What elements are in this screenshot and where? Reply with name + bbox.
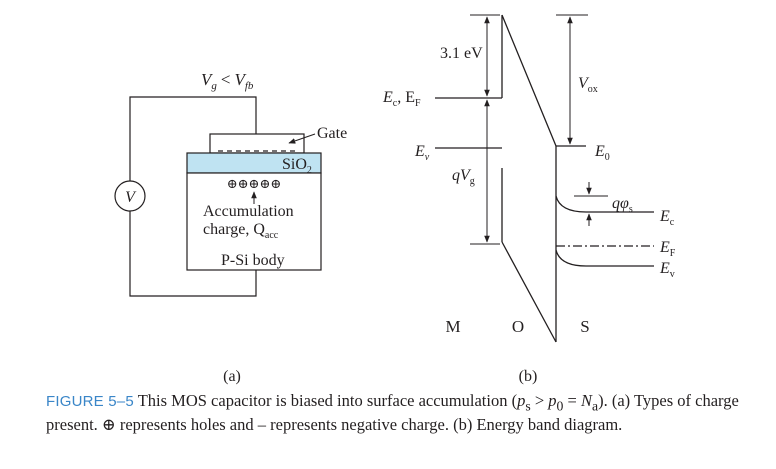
caption-ps-sub: s: [525, 398, 531, 414]
caption-eq: =: [563, 391, 581, 410]
panel-a-sublabel: (a): [223, 368, 241, 385]
gate-electrode: [209, 133, 305, 154]
oxide-conduction-band: [501, 14, 557, 147]
caption-na: N: [580, 391, 592, 410]
semiconductor-ec-label: Ec: [659, 208, 675, 228]
gate-label: Gate: [317, 125, 347, 142]
caption-ps: p: [517, 391, 526, 410]
accumulation-label-line1: Accumulation: [203, 203, 294, 220]
oxide-bandgap-label: 3.1 eV: [440, 45, 483, 62]
panel-a: V Vg<Vfb Gate SiO2 ⊕⊕⊕⊕⊕ Accumulation ch…: [114, 70, 347, 385]
gate-bias-condition: Vg<Vfb: [201, 70, 254, 92]
figure-caption: FIGURE 5–5 This MOS capacitor is biased …: [46, 391, 758, 434]
body-label: P-Si body: [221, 252, 285, 269]
accumulation-label-line2: charge, Qacc: [203, 221, 279, 241]
semiconductor-conduction-band: [555, 195, 654, 213]
semiconductor-valence-band: [555, 249, 654, 267]
caption-gt: >: [530, 391, 549, 410]
caption-na-sub: a: [591, 398, 599, 414]
panel-b-sublabel: (b): [519, 368, 538, 385]
caption-text-2: ). (a) Types of charge present. ⊕ repres…: [46, 391, 739, 435]
voltmeter-label: V: [125, 189, 137, 206]
region-oxide-label: O: [512, 317, 524, 336]
accumulated-holes: ⊕⊕⊕⊕⊕: [227, 176, 281, 191]
region-semiconductor-label: S: [580, 317, 589, 336]
voltmeter-circle: [114, 180, 146, 212]
qphis-label: qφs: [612, 195, 633, 215]
figure-canvas: V Vg<Vfb Gate SiO2 ⊕⊕⊕⊕⊕ Accumulation ch…: [114, 14, 676, 385]
caption-figure-number: FIGURE 5–5: [46, 393, 134, 410]
caption-p0: p: [548, 391, 557, 410]
silicon-body: [186, 172, 322, 271]
metal-ec-ef-label: Ec, EF: [382, 89, 421, 109]
e0-label: E0: [594, 143, 610, 163]
panel-b: 3.1 eV Ec, EF Ev qVg Vox E0 q: [382, 14, 676, 385]
region-metal-label: M: [445, 317, 460, 336]
metal-ev-label: Ev: [414, 143, 430, 163]
caption-text-1: This MOS capacitor is biased into surfac…: [133, 391, 518, 410]
gate-leader: [288, 133, 316, 144]
oxide-valence-band: [501, 241, 557, 343]
vox-label: Vox: [578, 75, 598, 95]
qvg-label: qVg: [452, 167, 475, 187]
semiconductor-ev-label: Ev: [659, 260, 675, 280]
oxide-label: SiO2: [282, 156, 312, 176]
semiconductor-ef-label: EF: [659, 239, 676, 259]
caption-p0-sub: 0: [556, 398, 564, 414]
